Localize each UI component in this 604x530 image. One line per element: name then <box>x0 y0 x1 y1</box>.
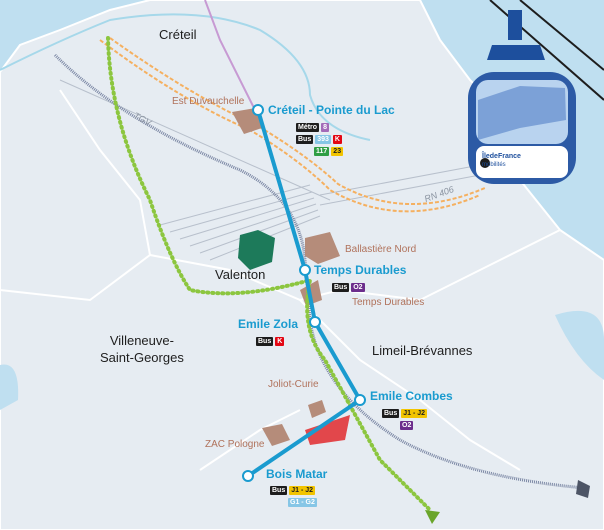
line-badge: 8 <box>321 123 329 132</box>
line-badge: 393 <box>315 135 331 144</box>
city-label-creteil: Créteil <box>159 27 197 42</box>
rail-yard <box>59 79 481 261</box>
connection-mode: Bus <box>332 283 350 292</box>
connection-mode: Métro <box>296 123 320 132</box>
station-name: Emile Combes <box>370 389 453 403</box>
line-badge: 117 <box>314 147 330 156</box>
rn406-road <box>99 39 481 213</box>
line-badge: 23 <box>331 147 344 156</box>
connection-spacer <box>296 147 312 156</box>
zone-label-temps-durables: Temps Durables <box>352 297 425 308</box>
station-dot <box>309 316 321 328</box>
connection-row: G1 - G2 <box>270 498 317 507</box>
line-badge: O2 <box>351 283 365 292</box>
line-badge: J1 - J2 <box>401 409 428 418</box>
connection-mode: Bus <box>296 135 314 144</box>
station-dot <box>299 264 311 276</box>
lake <box>555 310 604 380</box>
zone-label-zac-pologne: ZAC Pologne <box>205 439 265 450</box>
city-label-valenton: Valenton <box>215 267 266 282</box>
station-name: Emile Zola <box>238 317 299 331</box>
valenton-building <box>238 230 275 270</box>
city-label-limeil: Limeil-Brévannes <box>372 343 473 358</box>
cable-car-icon <box>468 10 576 184</box>
station-dot <box>252 104 264 116</box>
gondola-cable <box>519 0 604 71</box>
connection-row: O2 <box>382 421 414 430</box>
station-dot <box>242 470 254 482</box>
zone-label-joliot-curie: Joliot-Curie <box>268 379 319 390</box>
zone-label-ballastiere-nord: Ballastière Nord <box>345 244 417 255</box>
greenway-arrow <box>425 510 440 524</box>
city-label-villeneuve: Villeneuve- Saint-Georges <box>100 333 184 365</box>
commune-boundaries <box>0 89 561 471</box>
rn406-road <box>109 37 486 206</box>
greenway <box>106 36 432 512</box>
tgv-tunnel-end <box>576 480 590 498</box>
connection-mode: Bus <box>256 337 274 346</box>
connection-mode: Bus <box>270 486 288 495</box>
zac-zone <box>305 415 350 445</box>
station-name: Temps Durables <box>314 263 407 277</box>
line-badge: K <box>275 337 285 346</box>
gondola-brand: ÎledeFrance <box>482 153 521 160</box>
line-badge: J1 - J2 <box>289 486 316 495</box>
connection-spacer <box>270 498 286 507</box>
line-badge: O2 <box>400 421 414 430</box>
line-badge: K <box>332 135 342 144</box>
station-name: Bois Matar <box>266 467 328 481</box>
line-badge: G1 - G2 <box>288 498 317 507</box>
connection-spacer <box>382 421 398 430</box>
gondola-brand-sub: mobilités <box>482 162 506 168</box>
station-name: Créteil - Pointe du Lac <box>268 103 395 117</box>
connection-mode: Bus <box>382 409 400 418</box>
metro-line <box>204 0 256 111</box>
station-markers <box>242 104 366 482</box>
zone-label-est-duvauchelle: Est Duvauchelle <box>172 96 245 107</box>
station-dot <box>354 394 366 406</box>
lake <box>0 364 19 410</box>
river <box>0 13 371 141</box>
